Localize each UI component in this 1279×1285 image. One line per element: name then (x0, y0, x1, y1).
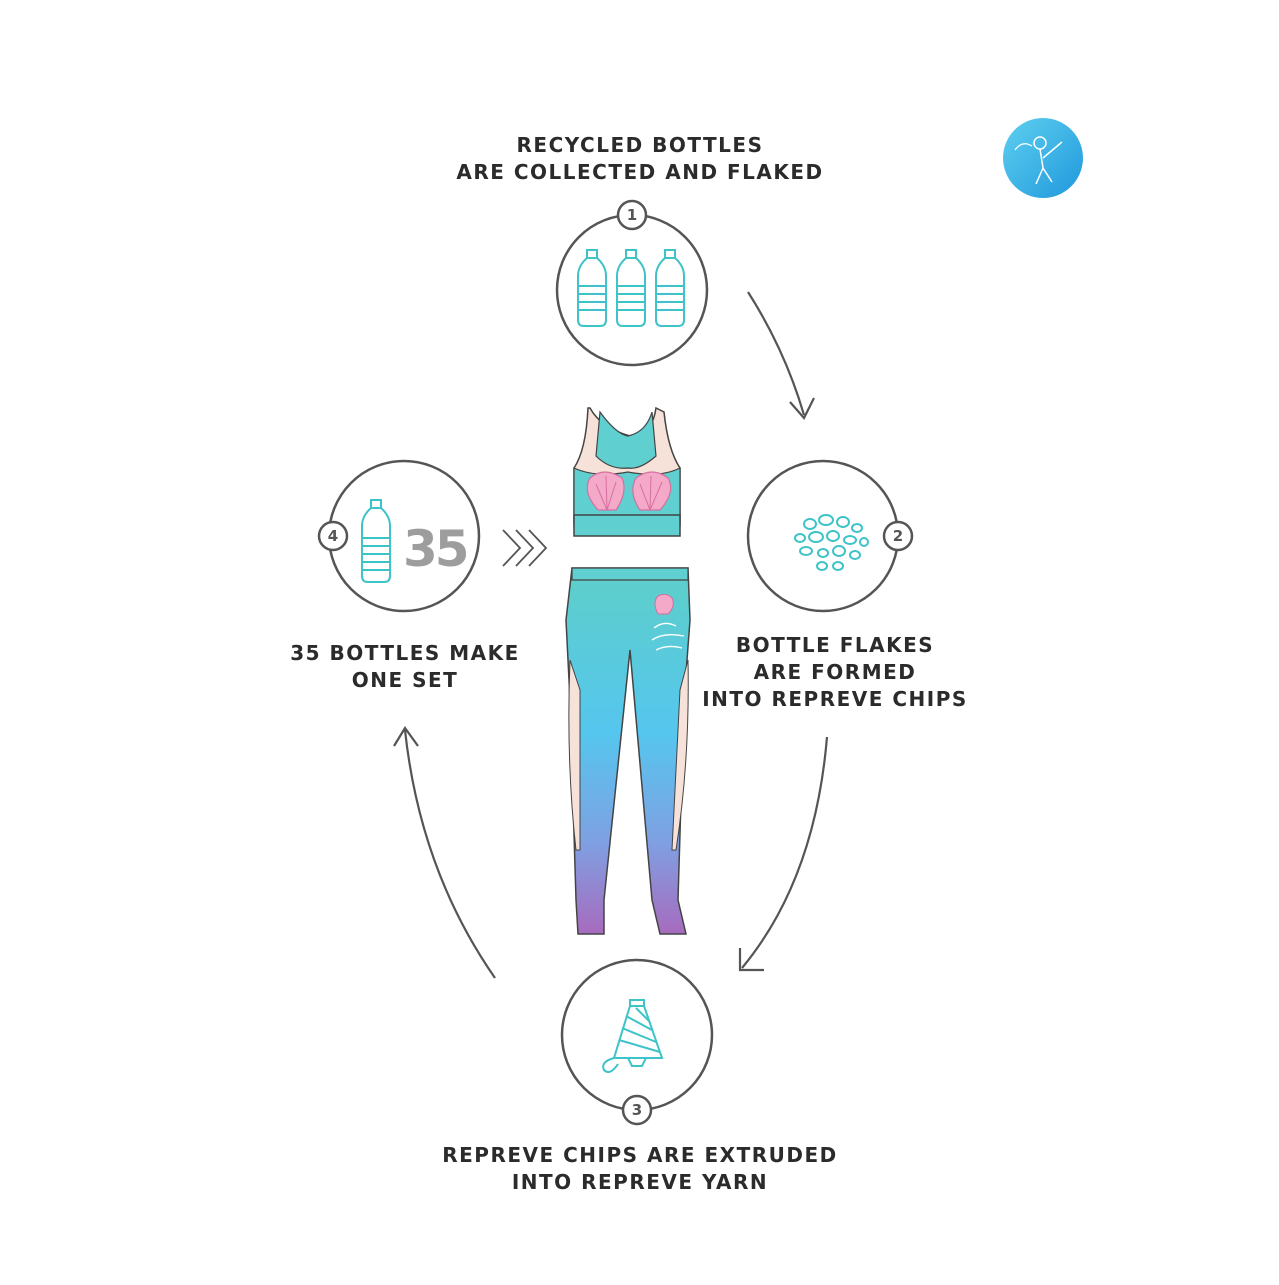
plastic-bottles-icon (577, 249, 685, 327)
step-4-node: 35 4 (317, 459, 481, 613)
step-2-number: 2 (893, 527, 903, 545)
step-1-badge: 1 (616, 199, 648, 231)
step-3-badge: 3 (621, 1094, 653, 1126)
step-3-caption-line: INTO REPREVE YARN (511, 1170, 769, 1194)
leggings-illustration (565, 567, 691, 935)
step-1-node: 1 (555, 199, 709, 367)
chevron-arrows-icon (502, 529, 548, 567)
step-4-caption-line: 35 BOTTLES MAKE (290, 641, 520, 665)
flow-arrow-1-to-2 (747, 291, 815, 420)
step-2-caption: BOTTLE FLAKES ARE FORMED INTO REPREVE CH… (680, 632, 990, 713)
step-2-badge: 2 (882, 520, 914, 552)
flow-arrow-2-to-3 (738, 736, 829, 972)
flow-arrow-3-to-4 (393, 726, 496, 979)
step-4-number: 4 (328, 527, 338, 545)
step-4-caption-line: ONE SET (351, 668, 459, 692)
step-2-node: 2 (746, 459, 914, 613)
sports-bra-illustration (573, 406, 681, 537)
brand-logo (1003, 118, 1083, 198)
bottle-flakes-icon (794, 514, 869, 571)
step-3-caption: REPREVE CHIPS ARE EXTRUDED INTO REPREVE … (420, 1142, 860, 1196)
step-2-caption-line: INTO REPREVE CHIPS (702, 687, 968, 711)
step-2-caption-line: ARE FORMED (753, 660, 917, 684)
step-1-caption-line: RECYCLED BOTTLES (516, 133, 764, 157)
step-3-node: 3 (560, 958, 714, 1126)
bottle-count: 35 (403, 520, 467, 578)
step-3-number: 3 (632, 1101, 642, 1119)
step-1-caption-line: ARE COLLECTED AND FLAKED (456, 160, 824, 184)
step-2-caption-line: BOTTLE FLAKES (735, 633, 935, 657)
step-4-caption: 35 BOTTLES MAKE ONE SET (260, 640, 550, 694)
yarn-spool-icon (602, 999, 664, 1073)
step-1-number: 1 (627, 206, 637, 224)
step-3-caption-line: REPREVE CHIPS ARE EXTRUDED (442, 1143, 838, 1167)
step-4-badge: 4 (317, 520, 349, 552)
single-bottle-icon (361, 499, 391, 583)
step-1-caption: RECYCLED BOTTLES ARE COLLECTED AND FLAKE… (420, 132, 860, 186)
